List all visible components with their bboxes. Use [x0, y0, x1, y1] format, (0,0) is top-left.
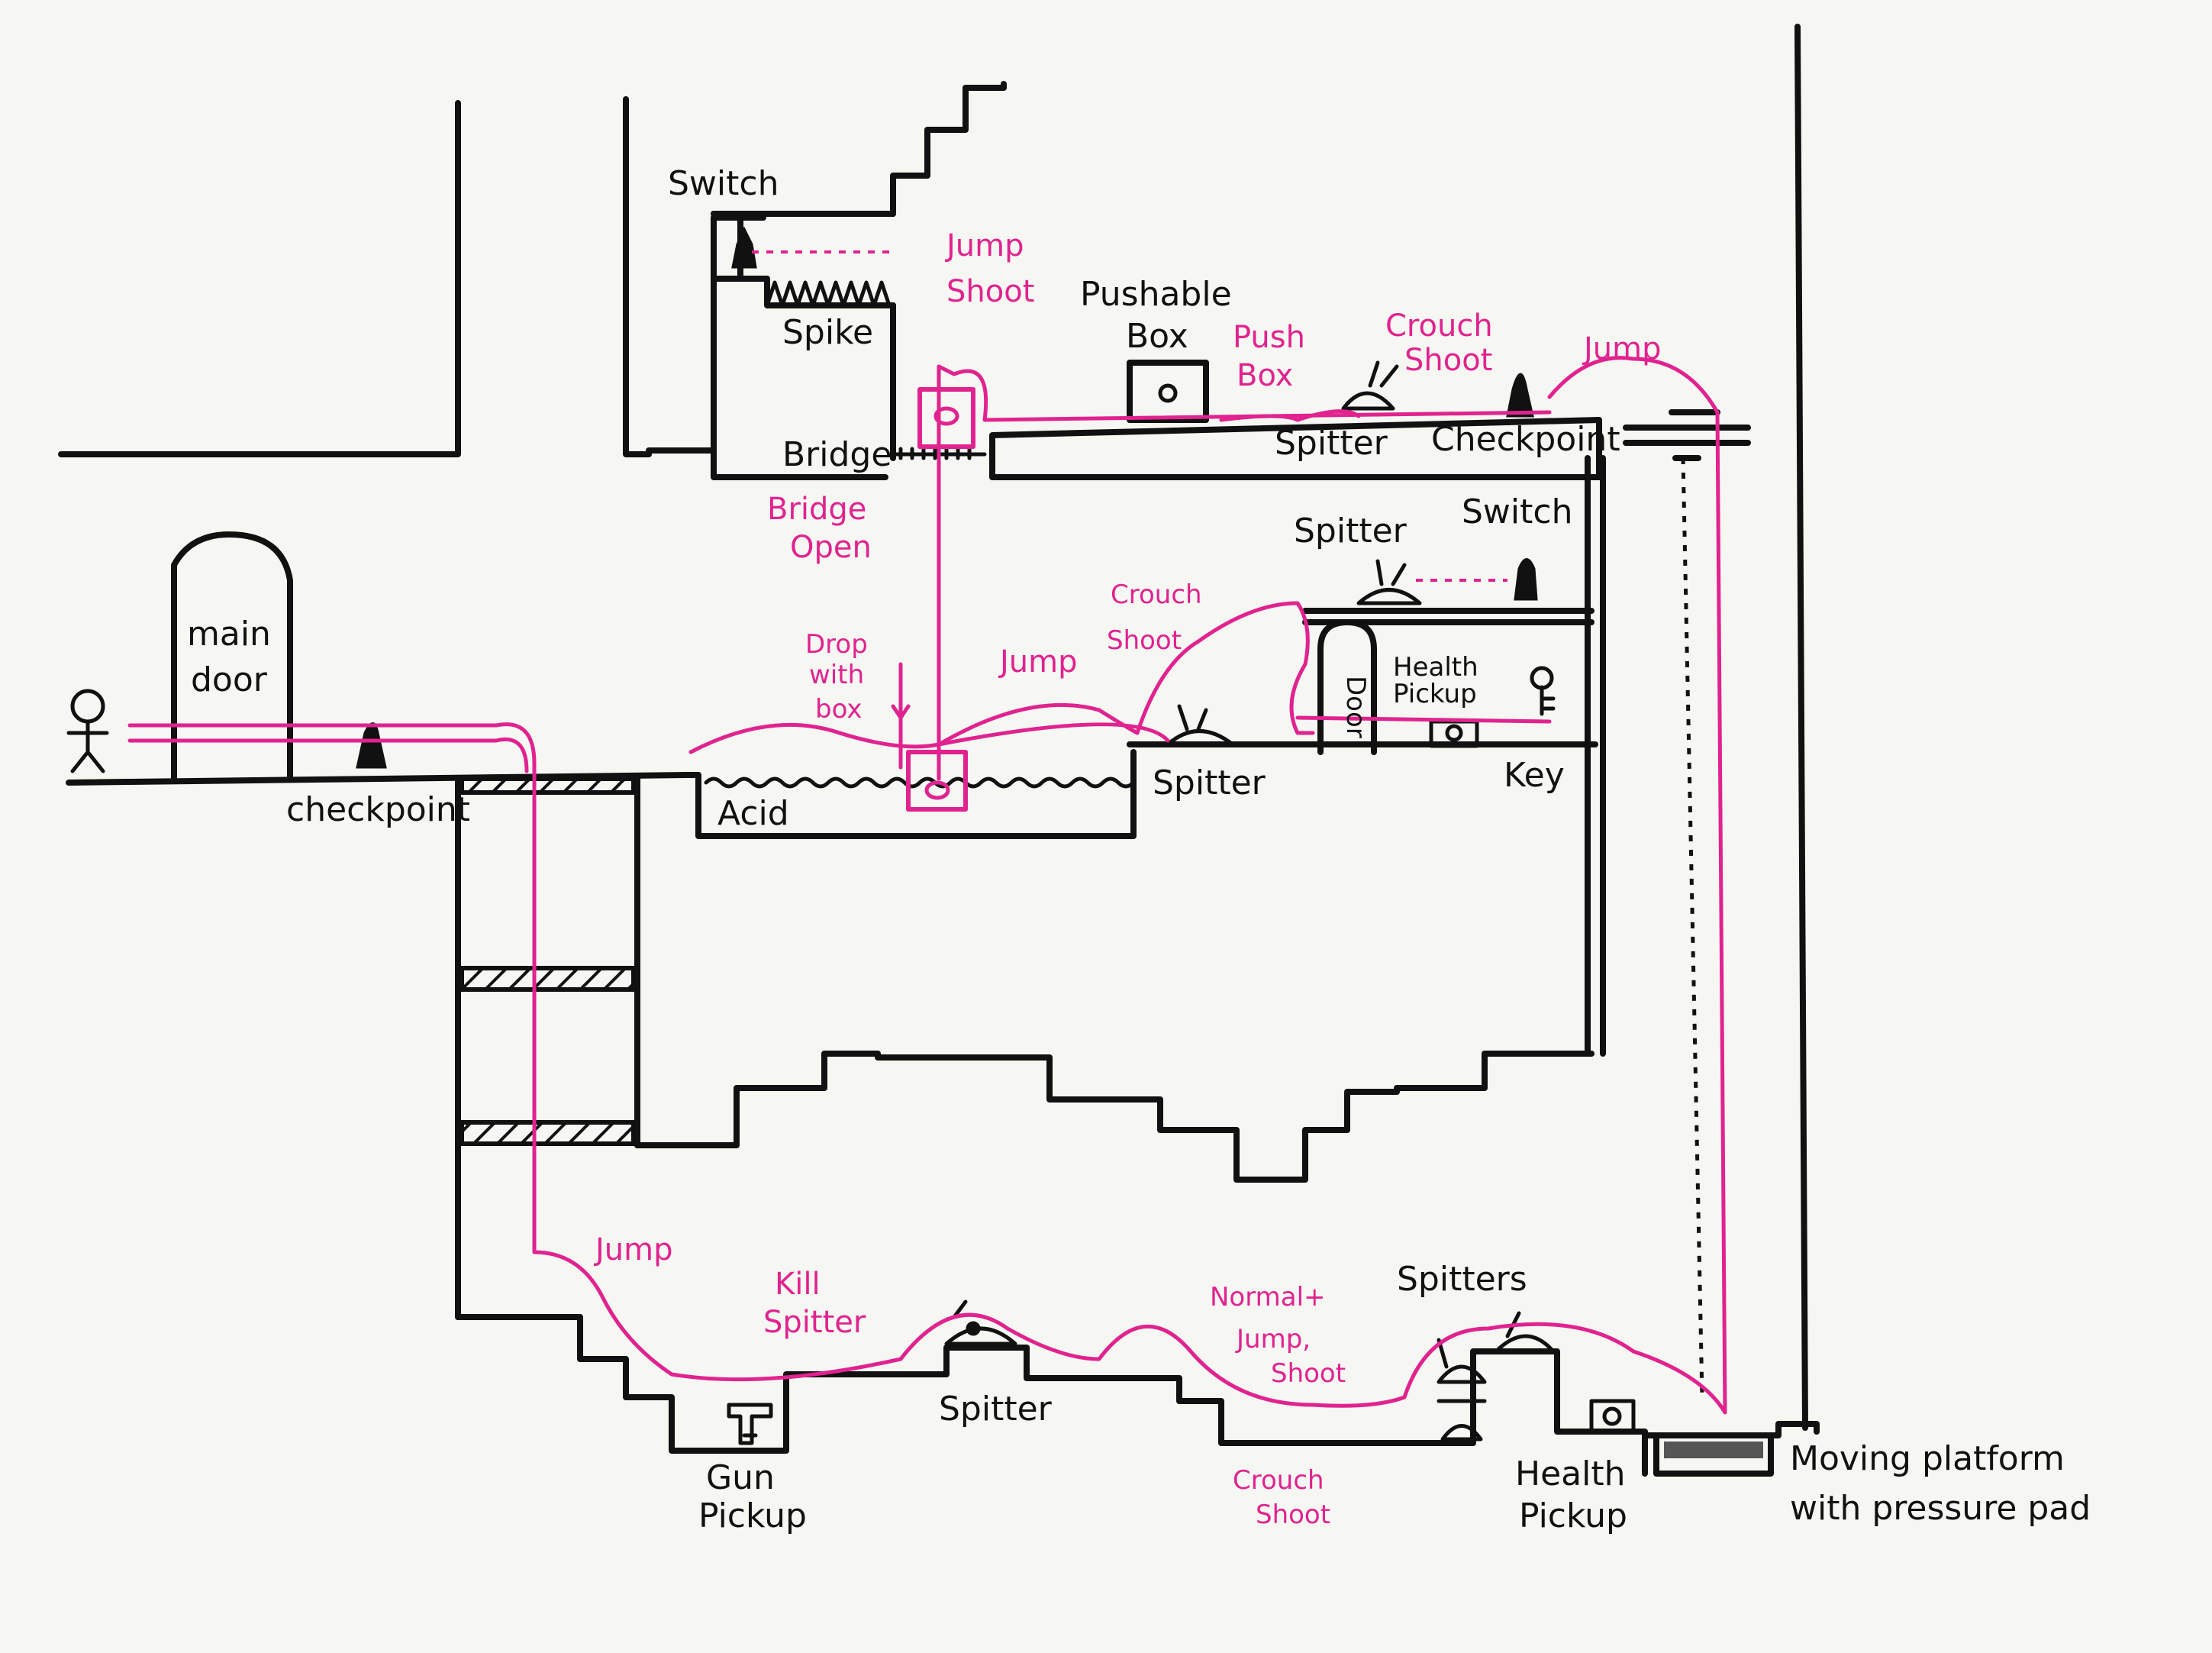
far-right-wall: [1794, 24, 1808, 1431]
jump-mid-note: Jump: [998, 644, 1078, 680]
checkpoint-top-label: Checkpoint: [1431, 420, 1620, 459]
drop-with-box-note-2: with: [809, 660, 864, 690]
stairs-up: [711, 81, 1007, 217]
spitters-bottom-label: Spitters: [1397, 1260, 1527, 1299]
level-walls: [58, 24, 1820, 1477]
bridge-open-note-1: Bridge: [767, 492, 866, 527]
cave-ceiling-steps: [634, 1051, 1595, 1183]
health-pickup-bottom-label-1: Health: [1515, 1454, 1625, 1493]
kill-spitter-note-1: Kill: [775, 1267, 821, 1302]
kill-spitter-note-2: Spitter: [763, 1305, 866, 1340]
pushable-box-icon: [1127, 360, 1209, 423]
pushable-box-icon: [917, 387, 975, 449]
top-left-room-wall: [58, 100, 461, 457]
jump-shoot-note-1: Jump: [944, 228, 1024, 263]
checkpoint-flame-icon: [356, 722, 387, 769]
switch-lever-icon: [1416, 558, 1538, 601]
door-label: Door: [1340, 676, 1371, 738]
pushable-box-label-1: Pushable: [1080, 275, 1232, 314]
jump-top-right-note: Jump: [1582, 331, 1662, 366]
push-box-note-2: Box: [1237, 358, 1293, 393]
spitter-creature-icon: [1341, 360, 1399, 411]
push-box-note-1: Push: [1233, 320, 1305, 355]
moving-platform-bottom: [1653, 1432, 1774, 1477]
spitter-creature-icon: [1437, 1338, 1487, 1384]
upper-walkway: [989, 417, 1602, 480]
spitter-creature-icon: [1166, 704, 1235, 747]
jump-low-note: Jump: [593, 1232, 673, 1267]
health-pickup-bottom-label-2: Pickup: [1519, 1496, 1627, 1535]
checkpoint-left-label: checkpoint: [286, 790, 470, 829]
health-pickup-label-2: Pickup: [1393, 679, 1477, 709]
main-door-label-1: main: [187, 615, 271, 654]
switch-right-label: Switch: [1462, 492, 1572, 531]
gun-pickup-icon: [727, 1403, 773, 1445]
crouch-shoot-bottom-note-1: Crouch: [1233, 1465, 1324, 1496]
crouch-shoot-mid-note-2: Shoot: [1107, 625, 1182, 656]
icons: [66, 226, 1636, 1445]
bridge-open-note-2: Open: [790, 530, 872, 565]
spitter-creature-icon: [944, 1299, 1017, 1346]
locked-door: [1317, 619, 1377, 755]
hatched-platform-1: [459, 776, 636, 795]
checkpoint-flame-icon: [1506, 373, 1534, 418]
crouch-shoot-top-note-1: Crouch: [1385, 308, 1493, 344]
spitter-creature-icon: [1437, 1399, 1487, 1442]
health-pickup-icon: [1589, 1399, 1636, 1434]
normal-jump-shoot-note-3: Shoot: [1271, 1358, 1346, 1389]
main-door-label-2: door: [191, 660, 268, 699]
spitter-room-label: Spitter: [1294, 512, 1407, 550]
crouch-shoot-bottom-note-2: Shoot: [1256, 1500, 1330, 1530]
moving-platform-label-2: with pressure pad: [1790, 1489, 2091, 1528]
crouch-shoot-mid-note-1: Crouch: [1111, 580, 1202, 610]
moving-platform-top: [1623, 409, 1751, 461]
crouch-shoot-top-note-2: Shoot: [1404, 343, 1492, 378]
key-icon: [1530, 666, 1556, 716]
spitter-creature-icon: [1494, 1311, 1556, 1354]
cave-floor-steps: [455, 1314, 1820, 1477]
normal-jump-shoot-note-1: Normal+: [1210, 1282, 1326, 1312]
moving-platform-label-1: Moving platform: [1790, 1439, 2065, 1478]
switch-top-label: Switch: [668, 164, 779, 203]
hatched-platform-3: [459, 1120, 636, 1146]
key-label: Key: [1504, 756, 1565, 795]
route-path: [127, 356, 1727, 1415]
player-stick-figure-icon: [66, 689, 109, 773]
labels: Switch Spike Bridge Pushable Box Spitter…: [187, 164, 2091, 1535]
spitter-top-label: Spitter: [1275, 424, 1388, 463]
health-pickup-label-1: Health: [1393, 652, 1478, 683]
spike-icon: [765, 280, 892, 308]
spitter-mid-label: Spitter: [1153, 764, 1266, 802]
moving-platform-track: [1681, 457, 1704, 1398]
spike-label: Spike: [782, 313, 873, 352]
gun-pickup-label-2: Pickup: [698, 1496, 807, 1535]
drop-with-box-note-3: box: [815, 694, 862, 725]
acid-label: Acid: [717, 794, 789, 833]
jump-shoot-note-2: Shoot: [946, 274, 1034, 309]
pressure-pad-icon: [1664, 1442, 1763, 1458]
acid-pool: [688, 749, 1137, 839]
acid-surface: [704, 776, 1136, 789]
spitter-bottom-label: Spitter: [939, 1390, 1053, 1429]
hatched-platform-2: [459, 966, 636, 992]
route-notes: Jump Shoot Push Box Crouch Shoot Jump Br…: [593, 228, 1662, 1530]
gun-pickup-label-1: Gun: [706, 1458, 775, 1497]
bridge-label: Bridge: [782, 435, 892, 474]
spitter-creature-icon: [1356, 559, 1422, 605]
right-column: [1585, 455, 1606, 1057]
main-door-outline: [171, 531, 293, 782]
normal-jump-shoot-note-2: Jump,: [1235, 1324, 1311, 1354]
switch-lever-icon: [731, 226, 893, 269]
drop-with-box-note-1: Drop: [805, 629, 868, 660]
pushable-box-label-2: Box: [1126, 317, 1188, 356]
upper-shaft-left-wall: [623, 96, 652, 457]
